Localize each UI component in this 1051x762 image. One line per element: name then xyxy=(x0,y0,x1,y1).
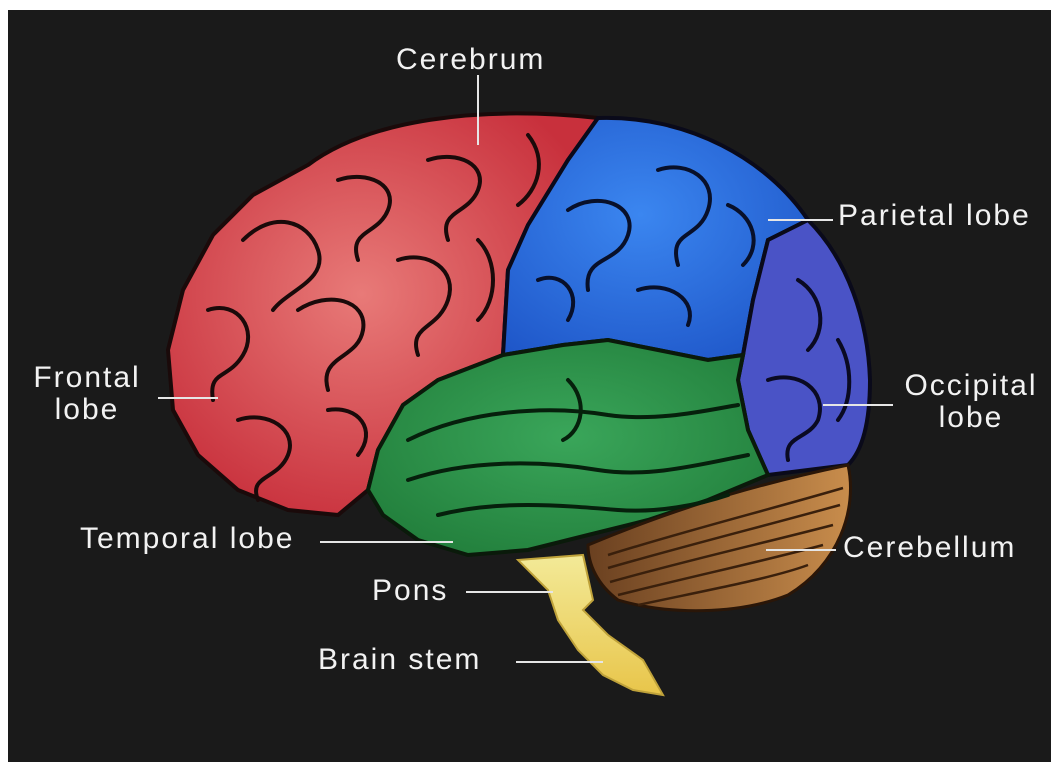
label-frontal-lobe-line1: Frontal xyxy=(22,362,152,394)
label-cerebrum: Cerebrum xyxy=(396,44,545,76)
label-frontal-lobe: Frontal lobe xyxy=(22,362,152,426)
label-brain-stem: Brain stem xyxy=(318,644,481,676)
diagram-frame: Cerebrum Parietal lobe Frontal lobe Occi… xyxy=(8,10,1051,762)
label-cerebellum: Cerebellum xyxy=(843,532,1016,564)
brain-illustration xyxy=(8,10,1051,762)
label-occipital-lobe: Occipital lobe xyxy=(896,370,1046,434)
label-temporal-lobe: Temporal lobe xyxy=(80,523,294,555)
label-occipital-lobe-line1: Occipital xyxy=(896,370,1046,402)
label-frontal-lobe-line2: lobe xyxy=(22,394,152,426)
label-parietal-lobe: Parietal lobe xyxy=(838,200,1031,232)
label-occipital-lobe-line2: lobe xyxy=(896,402,1046,434)
label-pons: Pons xyxy=(372,575,448,607)
